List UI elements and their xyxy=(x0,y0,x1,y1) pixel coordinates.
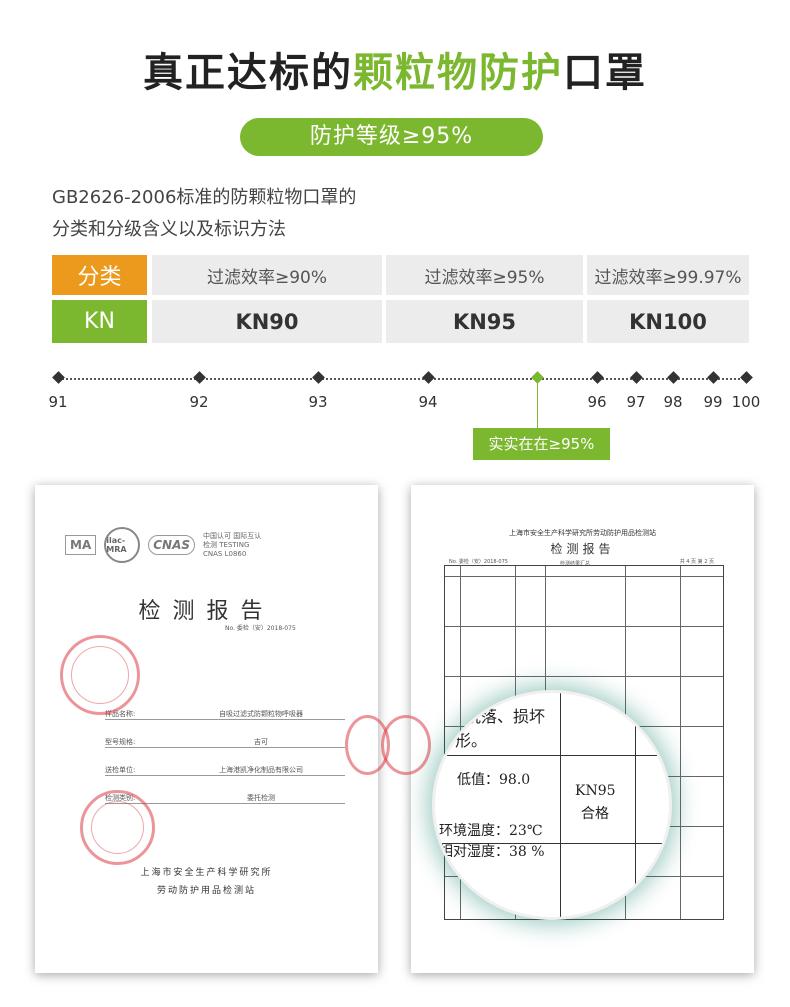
description-line-2: 分类和分级含义以及标识方法 xyxy=(52,219,286,240)
form-value: 上海港凯净化制品有限公司 xyxy=(219,766,303,774)
report-page: 共 4 页 第 2 页 xyxy=(679,559,714,565)
cnas-logo: CNAS xyxy=(148,535,196,555)
description-line-1: GB2626-2006标准的防颗粒物口罩的 xyxy=(52,187,357,208)
scale-tick-dot xyxy=(193,371,206,384)
scale-tick-dot xyxy=(707,371,720,384)
scale-tick-label: 94 xyxy=(418,393,438,411)
scale-tick-label: 91 xyxy=(48,393,68,411)
report-title: 检测报告 xyxy=(550,542,615,556)
issuing-org-line-1: 上海市安全生产科学研究所 xyxy=(140,868,273,878)
form-row: 型号规格: 吉可 xyxy=(105,728,345,748)
scale-tick-dot xyxy=(740,371,753,384)
scale-tick-label: 98 xyxy=(663,393,683,411)
kn-label-cell: KN xyxy=(52,300,147,343)
scale-tick-dot xyxy=(312,371,325,384)
magnified-text-fragment: 脱落、损坏 xyxy=(465,707,546,726)
cma-logo: MA xyxy=(65,535,97,555)
certificate-document: MA ilac-MRA CNAS 中国认可 国际互认 检测 TESTING CN… xyxy=(35,485,390,973)
red-seal-stamp xyxy=(381,715,431,775)
scale-tick-label: 99 xyxy=(703,393,723,411)
certification-logos: MA ilac-MRA CNAS 中国认可 国际互认 检测 TESTING CN… xyxy=(65,525,335,565)
certificate-number: No. 委检（安）2018-075 xyxy=(225,625,296,632)
scale-tick-label: 100 xyxy=(731,393,761,411)
ilac-logo: ilac-MRA xyxy=(104,527,141,563)
report-org: 上海市安全生产科学研究所劳动防护用品检测站 xyxy=(509,529,656,537)
magnified-humidity: 相对湿度：38 % xyxy=(439,844,545,860)
scale-tick-label: 92 xyxy=(189,393,209,411)
red-seal-stamp xyxy=(60,635,140,715)
title-part-1: 真正达标的 xyxy=(143,50,353,96)
marker-line xyxy=(537,383,538,428)
magnifier-zoom: 脱落、损坏 形。 低值：98.0 KN95 合格 环境温度：23℃ 相对湿度：3… xyxy=(432,690,672,920)
report-caption: 检测结果汇总 xyxy=(560,561,591,567)
scale-tick-dot xyxy=(52,371,65,384)
form-value: 自吸过滤式防颗粒物呼吸器 xyxy=(219,710,303,718)
title-part-3: 口罩 xyxy=(563,50,647,96)
report-number: No. 委检（安）2018-075 xyxy=(449,559,508,565)
scale-tick-dot xyxy=(630,371,643,384)
marker-label: 实实在在≥95% xyxy=(473,428,610,460)
certificate-title: 检测报告 xyxy=(138,599,275,624)
filter-efficiency-cell: 过滤效率≥90% xyxy=(152,255,382,295)
form-label: 型号规格: xyxy=(105,738,136,746)
magnified-result: 合格 xyxy=(581,806,609,822)
cnas-text: 中国认可 国际互认 检测 TESTING CNAS L0860 xyxy=(203,531,262,558)
form-label: 样品名称: xyxy=(105,710,136,718)
scale-tick-label: 97 xyxy=(626,393,646,411)
grade-cell: KN90 xyxy=(152,300,382,343)
category-header-cell: 分类 xyxy=(52,255,147,295)
magnified-value: 低值：98.0 xyxy=(457,772,531,788)
scale-tick-dot xyxy=(667,371,680,384)
grade-cell: KN100 xyxy=(587,300,749,343)
red-seal-stamp xyxy=(80,790,155,865)
form-value: 委托检测 xyxy=(247,794,275,802)
form-row: 样品名称: 自吸过滤式防颗粒物呼吸器 xyxy=(105,700,345,720)
magnified-text-fragment-2: 形。 xyxy=(455,731,488,750)
protection-level-badge: 防护等级≥95% xyxy=(240,118,543,156)
report-meta: No. 委检（安）2018-075 共 4 页 第 2 页 xyxy=(449,558,714,565)
magnified-temperature: 环境温度：23℃ xyxy=(439,823,543,839)
page-title: 真正达标的颗粒物防护口罩 xyxy=(0,40,790,98)
scale-marker-dot xyxy=(531,371,544,384)
scale-tick-dot xyxy=(591,371,604,384)
filter-efficiency-cell: 过滤效率≥95% xyxy=(386,255,583,295)
scale-axis xyxy=(58,378,748,380)
scale-tick-label: 93 xyxy=(308,393,328,411)
scale-tick-label: 96 xyxy=(587,393,607,411)
filter-efficiency-cell: 过滤效率≥99.97% xyxy=(587,255,749,295)
form-row: 送检单位: 上海港凯净化制品有限公司 xyxy=(105,756,345,776)
issuing-org-line-2: 劳动防护用品检测站 xyxy=(156,886,256,896)
form-label: 送检单位: xyxy=(105,766,136,774)
magnified-grade: KN95 xyxy=(575,783,616,799)
title-part-2: 颗粒物防护 xyxy=(353,50,563,96)
grade-cell: KN95 xyxy=(386,300,583,343)
form-value: 吉可 xyxy=(254,738,268,746)
scale-tick-dot xyxy=(422,371,435,384)
